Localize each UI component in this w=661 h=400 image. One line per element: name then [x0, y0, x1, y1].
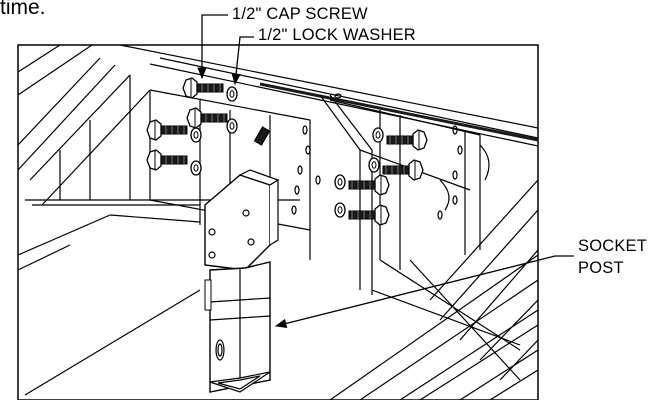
right-frame-members — [329, 99, 538, 381]
lock-washer-leader — [231, 36, 254, 86]
socket-post-leader — [274, 255, 574, 328]
cap-screw-leader — [197, 14, 228, 80]
socket-callout: SOCKET — [578, 237, 648, 255]
lead-text: time. — [0, 0, 46, 19]
post-callout: POST — [578, 259, 624, 277]
spring-pin — [253, 126, 271, 146]
lock-washer-callout: 1/2" LOCK WASHER — [258, 26, 416, 44]
lower-left-frame — [18, 214, 201, 396]
lower-right-rails — [329, 254, 538, 400]
cap-screw-callout: 1/2" CAP SCREW — [232, 5, 368, 23]
frame-border — [17, 44, 539, 400]
top-rail — [119, 45, 538, 147]
socket-post — [204, 169, 280, 393]
bolt-group-right — [334, 127, 428, 226]
